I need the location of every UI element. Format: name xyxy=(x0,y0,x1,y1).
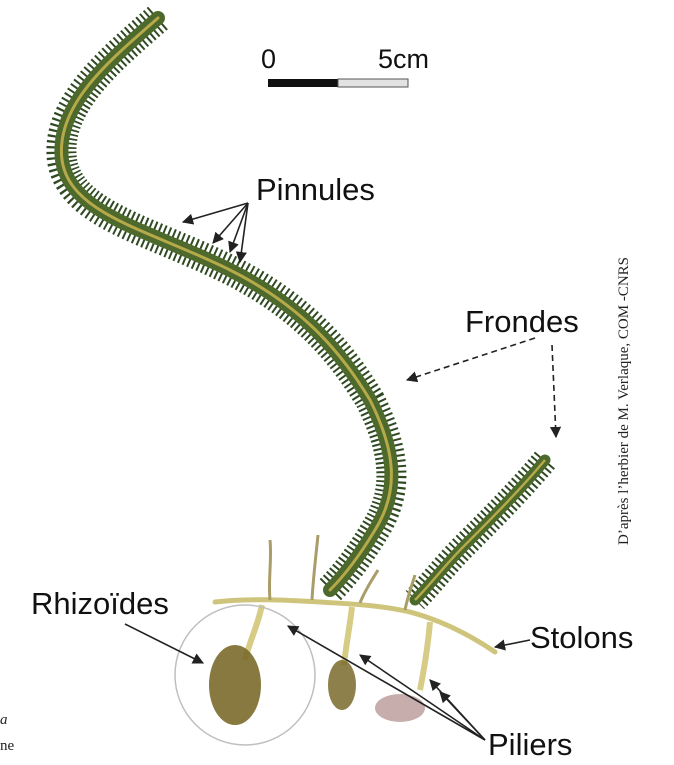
frondes-arrows xyxy=(407,338,556,437)
herbarium-credit: D’après l’herbier de M. Verlaque, COM -C… xyxy=(616,257,632,545)
piliers-arrows xyxy=(288,626,485,740)
stolons-arrow xyxy=(495,640,530,647)
scale-end-label: 5cm xyxy=(378,44,429,74)
scale-bar-dark-segment xyxy=(268,79,338,87)
main-frond-axis xyxy=(61,18,391,590)
piliers-arrow-4 xyxy=(440,692,485,740)
small-shoot-1 xyxy=(269,540,270,600)
caption-fragment-1: a xyxy=(0,712,8,728)
pillar-3 xyxy=(420,622,430,690)
pinnules-arrow-1 xyxy=(183,203,248,222)
small-shoot-2 xyxy=(312,535,318,600)
label-pinnules: Pinnules xyxy=(256,172,375,207)
scale-start-label: 0 xyxy=(261,44,276,74)
second-frond-axis xyxy=(415,460,545,600)
pillar-2 xyxy=(344,607,352,665)
caption-fragment-2: ne xyxy=(0,738,15,754)
frondes-arrow-left xyxy=(407,338,535,380)
label-frondes: Frondes xyxy=(465,304,579,339)
rhizoid-cluster-1 xyxy=(209,645,261,725)
label-piliers: Piliers xyxy=(488,727,572,762)
scale-bar-light-segment xyxy=(338,79,408,87)
piliers-arrow-1 xyxy=(288,626,485,740)
rhizoid-cluster-3 xyxy=(375,694,425,722)
main-frond-body xyxy=(61,18,391,590)
alga-illustration xyxy=(61,18,545,745)
frondes-arrow-down xyxy=(552,345,556,437)
main-frond-fringe xyxy=(61,18,391,590)
label-rhizoides: Rhizoïdes xyxy=(31,586,169,621)
scale-bar: 0 5cm xyxy=(261,44,429,87)
rhizoid-cluster-2 xyxy=(328,660,356,710)
label-stolons: Stolons xyxy=(530,620,633,655)
